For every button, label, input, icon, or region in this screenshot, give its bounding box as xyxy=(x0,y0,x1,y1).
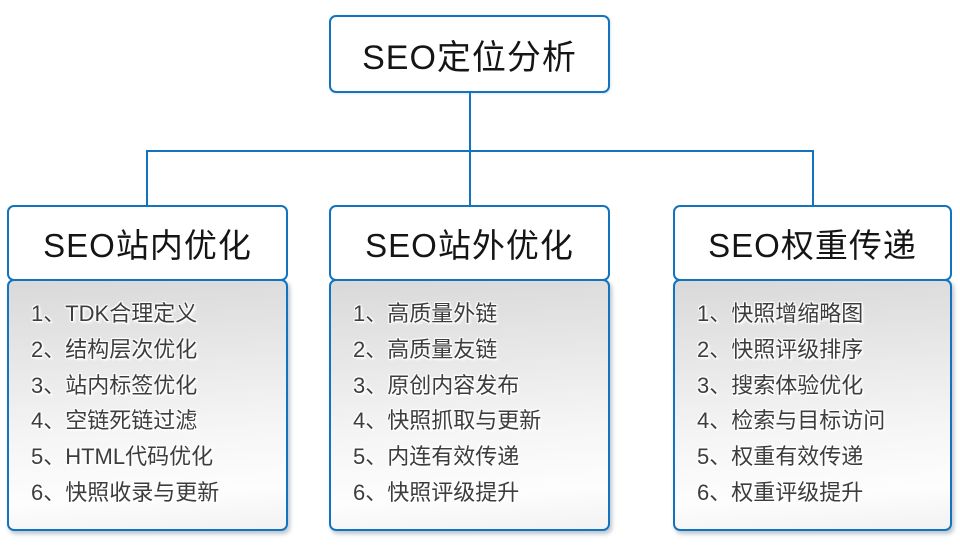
list-item: 2、高质量友链 xyxy=(353,336,498,362)
list-item: 6、权重评级提升 xyxy=(697,479,864,505)
list-item: 5、内连有效传递 xyxy=(353,444,520,470)
list-item: 4、空链死链过滤 xyxy=(31,408,198,434)
list-item: 5、权重有效传递 xyxy=(697,444,864,470)
list-item: 1、TDK合理定义 xyxy=(31,301,198,326)
connector-drop-left xyxy=(146,150,148,207)
branch-header-weight: SEO权重传递 xyxy=(673,205,952,281)
list-item: 3、搜索体验优化 xyxy=(697,372,864,398)
list-item: 2、快照评级排序 xyxy=(697,336,864,362)
connector-drop-right xyxy=(812,150,814,207)
list-item: 1、高质量外链 xyxy=(353,301,498,326)
list-item: 3、原创内容发布 xyxy=(353,372,520,398)
root-node: SEO定位分析 xyxy=(329,15,610,93)
branch-node-weight: SEO权重传递 1、快照增缩略图 2、快照评级排序 3、搜索体验优化 4、检索与… xyxy=(673,205,952,531)
branch-item-list: 1、TDK合理定义 2、结构层次优化 3、站内标签优化 4、空链死链过滤 5、H… xyxy=(31,296,286,511)
list-item: 2、结构层次优化 xyxy=(31,336,198,362)
branch-body-onsite: 1、TDK合理定义 2、结构层次优化 3、站内标签优化 4、空链死链过滤 5、H… xyxy=(7,279,288,531)
list-item: 3、站内标签优化 xyxy=(31,372,198,398)
branch-body-weight: 1、快照增缩略图 2、快照评级排序 3、搜索体验优化 4、检索与目标访问 5、权… xyxy=(673,279,952,531)
branch-header-offsite: SEO站外优化 xyxy=(329,205,610,281)
branch-body-offsite: 1、高质量外链 2、高质量友链 3、原创内容发布 4、快照抓取与更新 5、内连有… xyxy=(329,279,610,531)
root-node-title: SEO定位分析 xyxy=(362,38,577,77)
branch-title: SEO权重传递 xyxy=(708,227,917,264)
list-item: 6、快照评级提升 xyxy=(353,479,520,505)
branch-header-onsite: SEO站内优化 xyxy=(7,205,288,281)
list-item: 4、快照抓取与更新 xyxy=(353,408,542,434)
list-item: 5、HTML代码优化 xyxy=(31,444,214,470)
branch-item-list: 1、高质量外链 2、高质量友链 3、原创内容发布 4、快照抓取与更新 5、内连有… xyxy=(353,296,608,511)
branch-title: SEO站内优化 xyxy=(43,227,252,264)
connector-drop-middle xyxy=(469,150,471,207)
branch-node-offsite: SEO站外优化 1、高质量外链 2、高质量友链 3、原创内容发布 4、快照抓取与… xyxy=(329,205,610,531)
list-item: 1、快照增缩略图 xyxy=(697,301,864,326)
branch-title: SEO站外优化 xyxy=(365,227,574,264)
list-item: 6、快照收录与更新 xyxy=(31,479,220,505)
list-item: 4、检索与目标访问 xyxy=(697,408,886,434)
connector-root-stem xyxy=(469,93,471,152)
branch-item-list: 1、快照增缩略图 2、快照评级排序 3、搜索体验优化 4、检索与目标访问 5、权… xyxy=(697,296,950,511)
branch-node-onsite: SEO站内优化 1、TDK合理定义 2、结构层次优化 3、站内标签优化 4、空链… xyxy=(7,205,288,531)
connector-horizontal xyxy=(146,150,814,152)
